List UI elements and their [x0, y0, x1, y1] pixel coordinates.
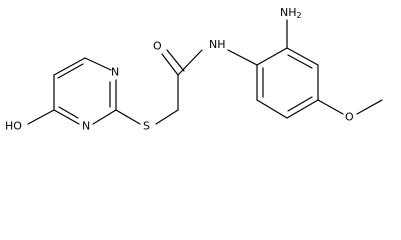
methoxy-oxygen-label: O [345, 111, 354, 124]
amino-group-label: NH2 [280, 6, 302, 20]
bond-pyr-1 [53, 57, 86, 76]
benzene-ring [256, 47, 319, 119]
amide-nitrogen-label: NH [209, 38, 226, 51]
bond-co-double-1 [161, 53, 179, 76]
bond-nh-aryl [227, 49, 258, 66]
bond-pyr-3-double [58, 106, 79, 119]
hydroxy-group-label: HO [5, 120, 22, 133]
bond-bz-2 [286, 47, 319, 66]
pyrimidine-ring [53, 57, 117, 125]
bond-pyr-1-double [57, 63, 84, 79]
bond-s-ch2 [155, 109, 179, 125]
bond-bz-1 [256, 47, 288, 66]
thioether-sulfur-label: S [143, 120, 150, 133]
carbonyl-oxygen-label: O [153, 40, 162, 53]
bond-pyr-6 [84, 57, 112, 71]
bond-bz-4-double [287, 96, 313, 112]
bond-c2-s [115, 109, 141, 125]
bond-bz-2-double [287, 54, 313, 69]
pyrimidine-nitrogen-bottom-label: N [82, 120, 90, 133]
bond-co-nh [177, 49, 203, 76]
molecule-structure: NH2 O NH N N S HO O [5, 6, 383, 133]
bond-pyr-4 [92, 109, 117, 125]
bond-o-ch3 [356, 99, 383, 115]
bond-pyr-3 [53, 109, 80, 125]
pyrimidine-nitrogen-top-label: N [111, 66, 119, 79]
bond-bz-4 [286, 99, 319, 119]
bond-c-oh [27, 109, 55, 125]
bond-co-double-2 [166, 49, 185, 72]
bond-aryl-o [317, 99, 344, 115]
bond-bz-5 [256, 99, 288, 119]
